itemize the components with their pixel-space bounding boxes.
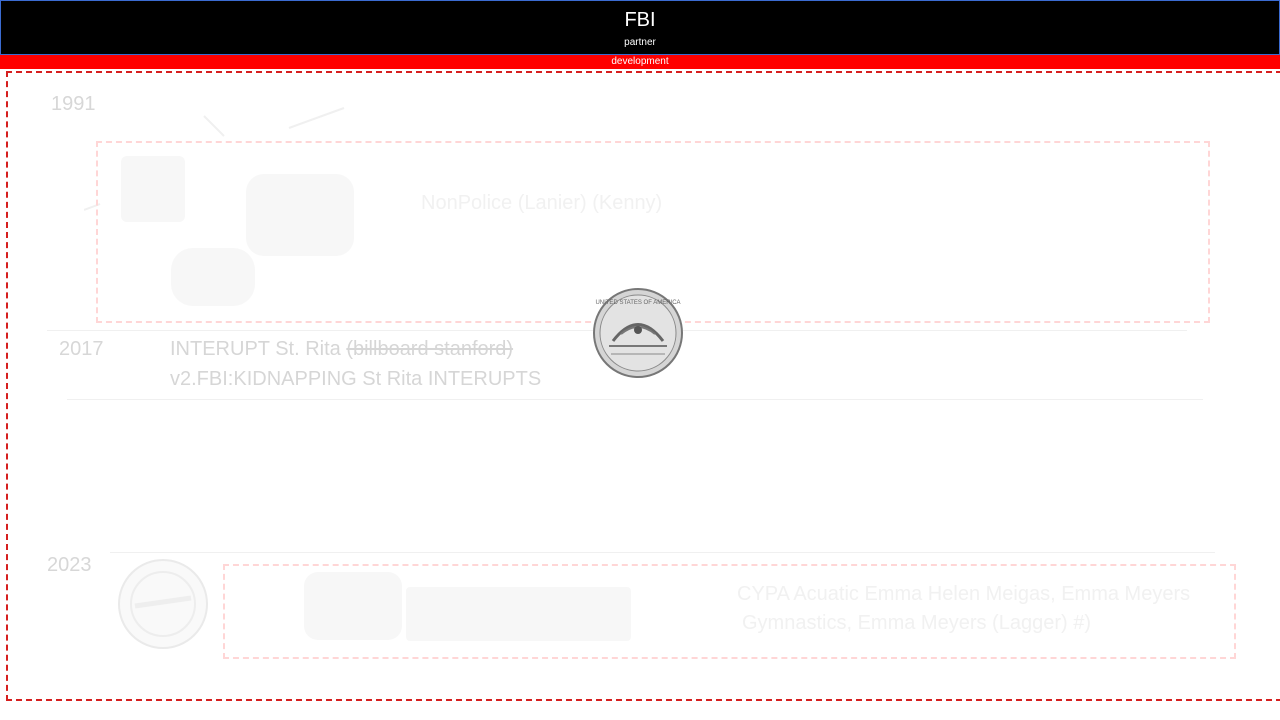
quarter-coin-icon: UNITED STATES OF AMERICA (593, 288, 683, 378)
entry-2017-line1: INTERUPT St. Rita (billboard stanford) (170, 338, 513, 361)
top-header: FBI partner (0, 0, 1280, 55)
seal-icon (118, 559, 208, 649)
photo-placeholder (121, 156, 185, 222)
photo-placeholder (304, 572, 402, 640)
note-1991: NonPolice (Lanier) (Kenny) (421, 192, 663, 214)
page-subtitle: partner (624, 37, 656, 48)
year-2017: 2017 (59, 338, 104, 360)
photo-placeholder (171, 248, 255, 306)
separator (67, 399, 1203, 400)
timeline-canvas (6, 71, 1280, 701)
year-1991: 1991 (51, 93, 96, 115)
note-2023-line1: CYPA Acuatic Emma Helen Meigas, Emma Mey… (737, 583, 1191, 605)
coin-text: UNITED STATES OF AMERICA (595, 300, 680, 306)
flyer-placeholder (406, 587, 631, 641)
photo-placeholder (246, 174, 354, 256)
year-2023: 2023 (47, 554, 92, 576)
entry-2017-strikethrough: (billboard stanford) (346, 338, 514, 360)
note-2023-line2: Gymnastics, Emma Meyers (Lagger) #) (742, 612, 1091, 634)
entry-2017-main: INTERUPT St. Rita (170, 338, 347, 360)
separator (110, 552, 1215, 553)
development-banner: development (0, 55, 1280, 69)
entry-box-2023 (223, 564, 1236, 659)
page-title: FBI (624, 9, 656, 31)
entry-2017-line2: v2.FBI:KIDNAPPING St Rita INTERUPTS (170, 368, 542, 390)
